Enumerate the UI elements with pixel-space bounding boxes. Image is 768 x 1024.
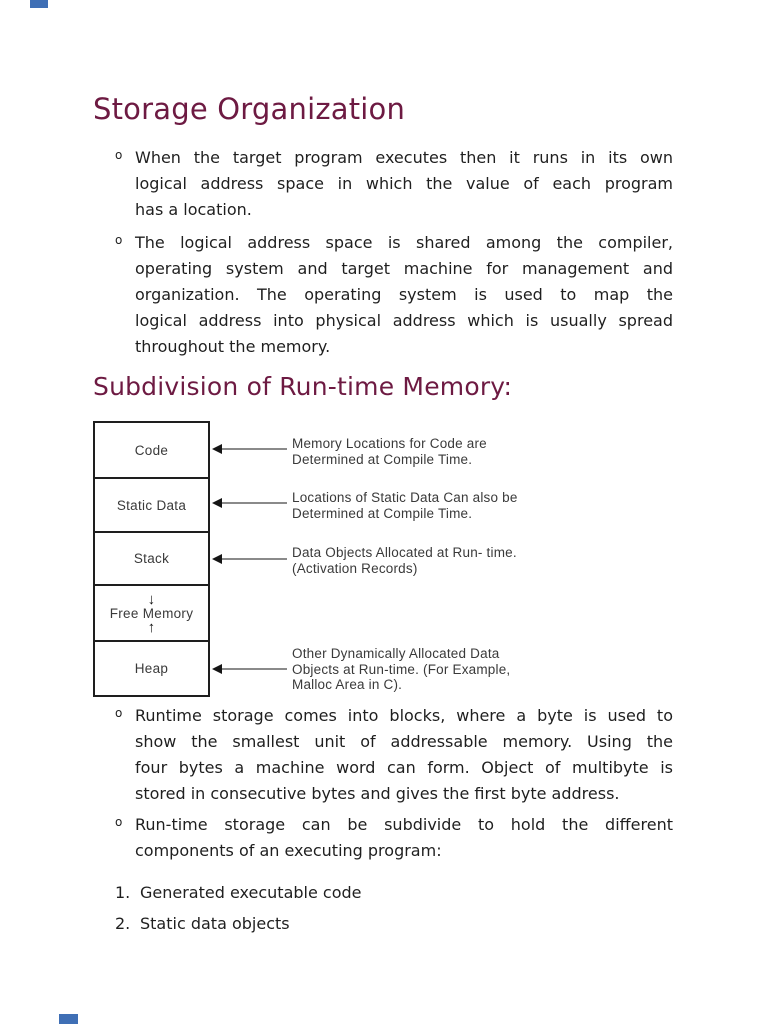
text-line: Other Dynamically Allocated Data [292,646,500,661]
text-line: Locations of Static Data Can also be [292,490,518,505]
text-line: throughout the memory. [135,337,331,356]
arrow-head [212,664,222,674]
arrow-shaft [220,668,287,670]
left-arrow-icon [212,498,287,508]
text-line: When the target program executes then it… [135,148,673,167]
text-line: show the smallest unit of addressable me… [135,732,673,751]
left-arrow-icon [212,444,287,454]
annotation-stack: Data Objects Allocated at Run- time.(Act… [292,545,517,576]
list-item: 2. Static data objects [115,911,290,937]
arrow-shaft [220,558,287,560]
text-line: Objects at Run-time. (For Example, [292,661,511,677]
memory-box-heap: Heap [95,640,208,695]
arrow-head [212,554,222,564]
bullet-item: o When the target program executes then … [115,145,673,223]
bullet-item: o Run-time storage can be subdivide to h… [115,812,673,864]
left-arrow-icon [212,664,287,674]
arrow-head [212,444,222,454]
paragraph-subdivide: Run-time storage can be subdivide to hol… [135,812,673,864]
text-line: logical address into physical address wh… [135,311,673,330]
list-number: 1. [115,883,131,902]
text-line: Determined at Compile Time. [292,505,473,521]
list-label: Generated executable code [140,883,362,902]
section-heading: Subdivision of Run-time Memory: [93,372,513,401]
arrow-shaft [220,448,287,450]
text-line: Runtime storage comes into blocks, where… [135,706,673,725]
text-line: organization. The operating system is us… [135,285,673,304]
bullet-item: o The logical address space is shared am… [115,230,673,360]
text-line: The logical address space is shared amon… [135,233,673,252]
clipped-link-fragment-bottom [59,1014,78,1024]
text-line: Malloc Area in C). [292,677,403,692]
list-item: 1. Generated executable code [115,880,361,906]
text-line: Data Objects Allocated at Run- time. [292,545,517,560]
text-line: logical address space in which the value… [135,174,673,193]
list-number: 2. [115,914,131,933]
bullet-marker: o [115,706,123,720]
page-title: Storage Organization [93,92,406,126]
up-arrow-icon: ↑ [147,618,156,636]
bullet-marker: o [115,233,123,247]
memory-box-static-data: Static Data [95,477,208,531]
text-line: components of an executing program: [135,841,442,860]
bullet-marker: o [115,148,123,162]
free-memory-label: Free Memory [109,605,194,621]
text-line: operating system and target machine for … [135,259,673,278]
text-line: Determined at Compile Time. [292,451,473,467]
bullet-marker: o [115,815,123,829]
arrow-head [212,498,222,508]
memory-box-stack: Stack [95,531,208,584]
text-line: four bytes a machine word can form. Obje… [135,758,673,777]
left-arrow-icon [212,554,287,564]
text-line: has a location. [135,200,252,219]
bullet-item: o Runtime storage comes into blocks, whe… [115,703,673,807]
text-line: stored in consecutive bytes and gives th… [135,784,620,803]
memory-box-code: Code [134,442,169,458]
text-line: Memory Locations for Code are [292,436,487,451]
paragraph-logical-address: The logical address space is shared amon… [135,230,673,360]
arrow-shaft [220,502,287,504]
memory-diagram: Code Static Data Stack ↓ Free Memory ↑ H… [93,421,210,697]
clipped-link-fragment-top [30,0,48,8]
list-label: Static data objects [140,914,290,933]
memory-box-free-memory: ↓ Free Memory ↑ [95,584,208,640]
paragraph-target-program: When the target program executes then it… [135,145,673,223]
text-line: Run-time storage can be subdivide to hol… [135,815,673,834]
down-arrow-icon: ↓ [147,590,156,608]
text-line: (Activation Records) [292,560,418,576]
paragraph-runtime-storage: Runtime storage comes into blocks, where… [135,703,673,807]
